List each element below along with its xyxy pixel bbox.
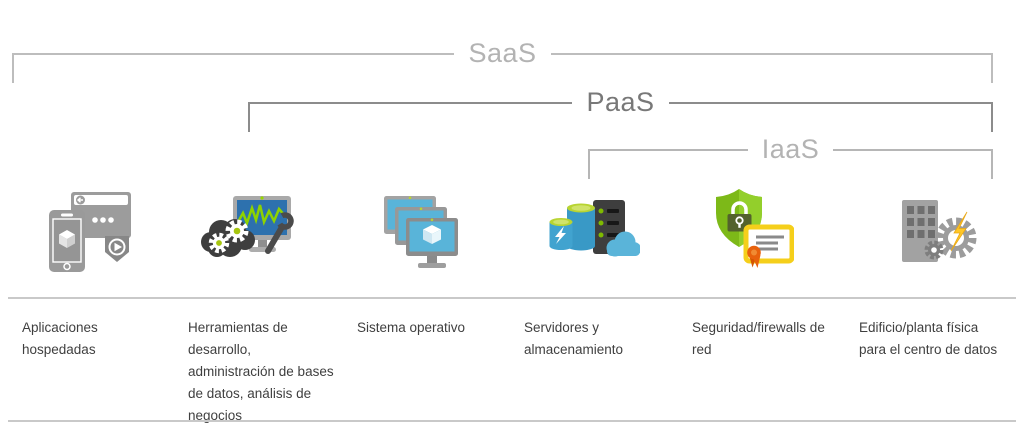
- dev-tools-label: Herramientas de desarrollo, administraci…: [188, 320, 334, 423]
- operating-system-label: Sistema operativo: [357, 320, 466, 335]
- security-firewall-icon: [716, 189, 794, 268]
- datacenter-label: Edificio/planta física para el centro de…: [859, 320, 998, 357]
- servers-storage-label: Servidores y almacenamiento: [524, 320, 624, 357]
- hosted-apps-label: Aplicaciones hospedadas: [22, 320, 98, 357]
- paas-bracket: PaaS: [248, 89, 993, 132]
- datacenter-building-icon: [902, 200, 977, 262]
- iaas-bracket: IaaS: [588, 136, 994, 179]
- security-label: Seguridad/firewalls de red: [692, 320, 825, 357]
- iaas-label: IaaS: [761, 134, 820, 164]
- paas-bracket-left-arm: [248, 102, 573, 132]
- saas-bracket-left-arm: [12, 53, 455, 83]
- paas-label: PaaS: [586, 87, 655, 117]
- hosted-apps-icon: [49, 192, 131, 272]
- iaas-bracket-right-arm: [833, 149, 994, 179]
- operating-system-icon: [384, 196, 458, 268]
- saas-label: SaaS: [468, 38, 537, 68]
- servers-storage-icon: [549, 200, 640, 257]
- paas-bracket-right-arm: [668, 102, 993, 132]
- top-divider: [8, 297, 1016, 299]
- saas-bracket-right-arm: [550, 53, 993, 83]
- iaas-bracket-left-arm: [588, 149, 748, 179]
- dev-tools-icon: [201, 196, 294, 257]
- saas-bracket: SaaS: [12, 40, 993, 83]
- bottom-divider: [8, 420, 1016, 422]
